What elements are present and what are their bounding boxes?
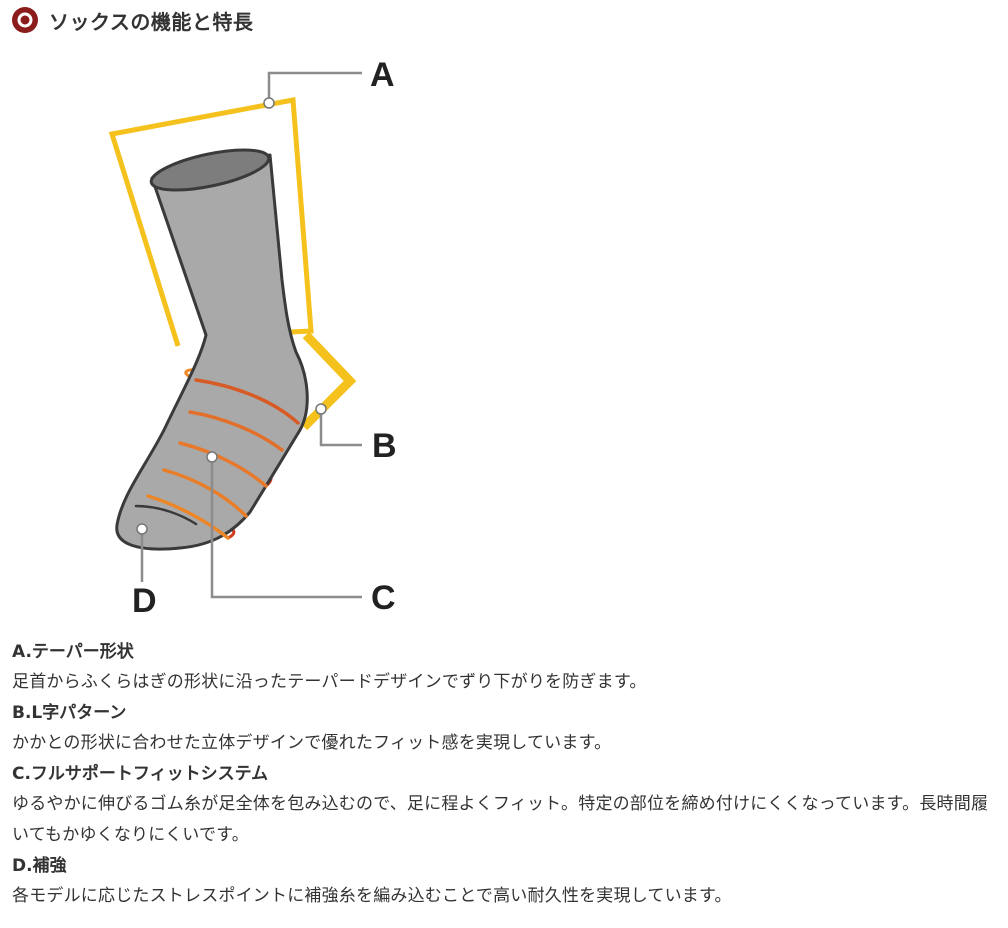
feature-description: 各モデルに応じたストレスポイントに補強糸を編み込むことで高い耐久性を実現していま…: [12, 886, 732, 906]
feature-description: かかとの形状に合わせた立体デザインで優れたフィット感を実現しています。: [12, 733, 612, 753]
band-2: [188, 410, 284, 452]
heel-bracket: [300, 331, 357, 431]
sock-shape: [115, 153, 309, 551]
feature-item: B.L字パターン かかとの形状に合わせた立体デザインで優れたフィット感を実現して…: [12, 698, 997, 759]
feature-item: D.補強 各モデルに応じたストレスポイントに補強糸を編み込むことで高い耐久性を実…: [12, 851, 997, 912]
sock-diagram: A B C D: [100, 56, 420, 618]
feature-title: B.L字パターン: [12, 703, 127, 723]
circle-bullet-icon: [12, 7, 38, 33]
feature-description: ゆるやかに伸びるゴム糸が足全体を包み込むので、足に程よくフィット。特定の部位を締…: [12, 794, 989, 845]
feature-description: 足首からふくらはぎの形状に沿ったテーパードデザインでずり下がりを防ぎます。: [12, 672, 647, 692]
leader-b: [319, 409, 362, 447]
section-title: ソックスの機能と特長: [49, 9, 254, 34]
feature-title: A.テーパー形状: [12, 642, 134, 662]
taper-bracket: [108, 97, 314, 347]
leader-a: [267, 71, 362, 103]
band-1: [194, 378, 300, 425]
callout-b: B: [372, 427, 397, 465]
callout-c: C: [371, 579, 396, 617]
feature-item: A.テーパー形状 足首からふくらはぎの形状に沿ったテーパードデザインでずり下がり…: [12, 637, 997, 698]
callout-d: D: [132, 582, 157, 618]
feature-list: A.テーパー形状 足首からふくらはぎの形状に沿ったテーパードデザインでずり下がり…: [12, 637, 997, 912]
callout-a: A: [370, 56, 395, 94]
section-heading: ソックスの機能と特長: [10, 4, 253, 36]
feature-title: C.フルサポートフィットシステム: [12, 764, 269, 784]
sock-opening: [149, 148, 271, 192]
band-3: [178, 441, 268, 488]
band-5: [146, 494, 230, 540]
leader-c: [210, 457, 362, 599]
feature-item: C.フルサポートフィットシステム ゆるやかに伸びるゴム糸が足全体を包み込むので、…: [12, 759, 997, 851]
feature-title: D.補強: [12, 856, 67, 876]
